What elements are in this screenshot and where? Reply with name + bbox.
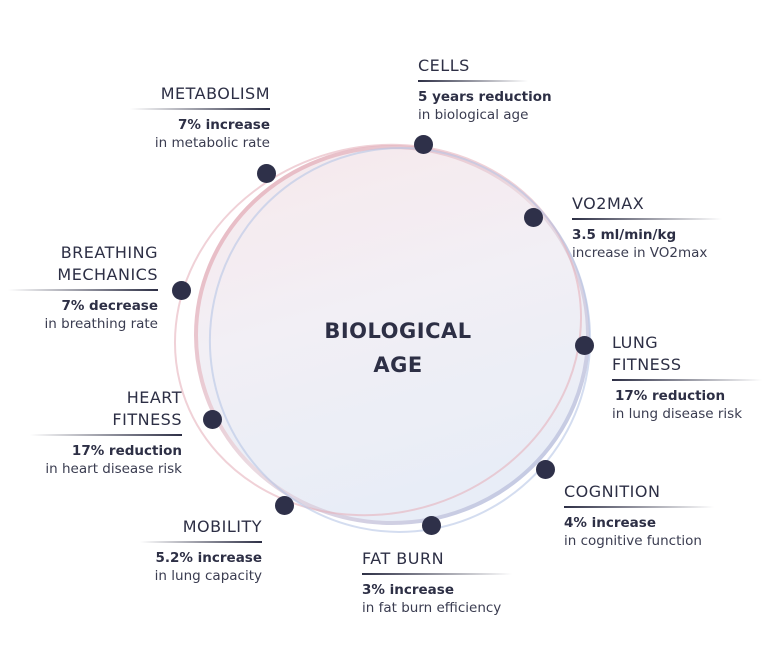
metric-value: 17% reduction bbox=[615, 388, 726, 404]
metric-cognition: COGNITION 4% increase in cognitive funct… bbox=[564, 481, 714, 550]
circle-ring-blue bbox=[208, 147, 592, 533]
circle-ring-pink bbox=[173, 143, 583, 517]
metric-cells: CELLS 5 years reduction in biological ag… bbox=[418, 55, 552, 124]
metric-description: in fat burn efficiency bbox=[362, 600, 502, 616]
marker-dot-cognition bbox=[535, 459, 555, 479]
metric-description: in lung capacity bbox=[154, 568, 262, 584]
metric-value: 7% increase bbox=[178, 117, 270, 133]
metric-vo2max: VO2MAX 3.5 ml/min/kg increase in VO2max bbox=[572, 193, 722, 262]
metric-value: 7% decrease bbox=[61, 298, 158, 314]
marker-dot-mobility bbox=[274, 495, 294, 515]
center-line-2: AGE bbox=[373, 353, 423, 377]
metric-title: FAT BURN bbox=[362, 549, 445, 568]
metric-value: 4% increase bbox=[564, 515, 656, 531]
divider bbox=[130, 108, 270, 110]
metric-title: METABOLISM bbox=[160, 84, 270, 103]
metric-mobility: MOBILITY 5.2% increase in lung capacity bbox=[140, 516, 262, 585]
center-label: BIOLOGICAL AGE bbox=[298, 314, 498, 382]
metric-value: 5 years reduction bbox=[418, 89, 552, 105]
metric-value: 3% increase bbox=[362, 582, 454, 598]
metric-description: in breathing rate bbox=[44, 316, 158, 332]
marker-dot-lung bbox=[574, 335, 594, 355]
divider bbox=[572, 218, 722, 220]
divider bbox=[564, 506, 714, 508]
marker-dot-breathing bbox=[171, 280, 191, 300]
divider bbox=[30, 434, 182, 436]
metric-title-line-2: FITNESS bbox=[112, 410, 182, 429]
metric-value: 5.2% increase bbox=[155, 550, 263, 566]
metric-breathing-mechanics: BREATHING MECHANICS 7% decrease in breat… bbox=[8, 242, 158, 333]
marker-dot-cells bbox=[413, 134, 433, 154]
metric-title: VO2MAX bbox=[572, 194, 645, 213]
metric-metabolism: METABOLISM 7% increase in metabolic rate bbox=[130, 83, 270, 152]
metric-title-line-1: HEART bbox=[126, 388, 182, 407]
metric-description: in lung disease risk bbox=[612, 406, 743, 422]
divider bbox=[140, 541, 262, 543]
metric-description: in metabolic rate bbox=[154, 135, 270, 151]
metric-description: in cognitive function bbox=[564, 533, 702, 549]
divider bbox=[362, 573, 512, 575]
metric-title: CELLS bbox=[418, 56, 470, 75]
metric-heart-fitness: HEART FITNESS 17% reduction in heart dis… bbox=[30, 387, 182, 478]
metric-value: 3.5 ml/min/kg bbox=[572, 227, 677, 243]
metric-description: in biological age bbox=[418, 107, 529, 123]
marker-dot-vo2max bbox=[523, 207, 543, 227]
circle-body bbox=[194, 145, 590, 525]
center-line-1: BIOLOGICAL bbox=[324, 319, 472, 343]
marker-dot-fat-burn bbox=[421, 515, 441, 535]
marker-dot-heart bbox=[202, 409, 222, 429]
metric-description: increase in VO2max bbox=[572, 245, 708, 261]
metric-title: COGNITION bbox=[564, 482, 661, 501]
metric-title-line-2: MECHANICS bbox=[57, 265, 158, 284]
metric-fat-burn: FAT BURN 3% increase in fat burn efficie… bbox=[362, 548, 512, 617]
metric-title: MOBILITY bbox=[182, 517, 262, 536]
divider bbox=[418, 80, 528, 82]
metric-title-line-1: LUNG bbox=[612, 333, 659, 352]
marker-dot-metabolism bbox=[256, 163, 276, 183]
divider bbox=[8, 289, 158, 291]
metric-lung-fitness: LUNG FITNESS 17% reduction in lung disea… bbox=[612, 332, 762, 423]
metric-title-line-1: BREATHING bbox=[60, 243, 158, 262]
divider bbox=[612, 379, 762, 381]
metric-description: in heart disease risk bbox=[45, 461, 182, 477]
metric-title-line-2: FITNESS bbox=[612, 355, 682, 374]
metric-value: 17% reduction bbox=[71, 443, 182, 459]
